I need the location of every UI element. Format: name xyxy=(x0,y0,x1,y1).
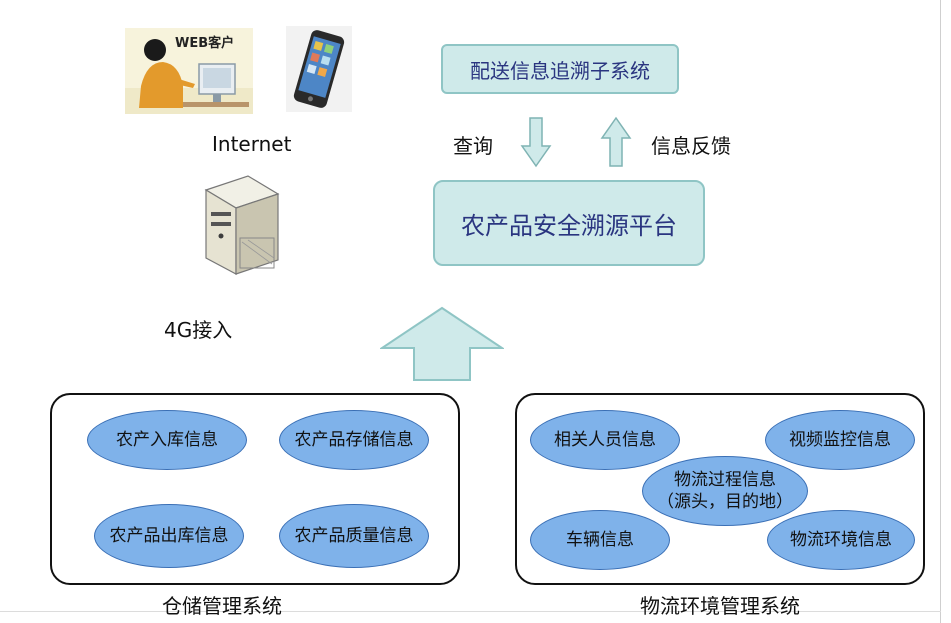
access-label: 4G接入 xyxy=(164,318,233,342)
warehouse-item: 农产品质量信息 xyxy=(279,504,429,568)
traceability-platform-box: 农产品安全溯源平台 xyxy=(433,180,705,266)
logistics-center-line2: （源头，目的地） xyxy=(657,492,793,512)
internet-label: Internet xyxy=(212,132,292,156)
frame-edge-bottom xyxy=(0,611,941,612)
platform-title: 农产品安全溯源平台 xyxy=(461,211,677,240)
smartphone-icon xyxy=(286,26,352,112)
big-arrow-up-icon xyxy=(378,306,506,386)
server-icon xyxy=(192,172,296,282)
arrow-down-icon xyxy=(520,116,552,172)
logistics-item: 物流环境信息 xyxy=(767,510,915,570)
warehouse-item: 农产入库信息 xyxy=(87,410,247,470)
web-client-label: WEB客户 xyxy=(175,36,235,51)
logistics-item: 车辆信息 xyxy=(530,510,670,570)
logistics-panel: 相关人员信息 视频监控信息 物流过程信息 （源头，目的地） 车辆信息 物流环境信… xyxy=(515,393,925,585)
logistics-item: 相关人员信息 xyxy=(530,410,680,470)
warehouse-item: 农产品存储信息 xyxy=(279,410,429,470)
subsystem-title: 配送信息追溯子系统 xyxy=(470,58,650,83)
arrow-up-icon xyxy=(600,116,632,172)
warehouse-caption: 仓储管理系统 xyxy=(162,594,282,618)
frame-edge-right xyxy=(940,0,941,623)
warehouse-item: 农产品出库信息 xyxy=(94,504,244,568)
logistics-center-item: 物流过程信息 （源头，目的地） xyxy=(642,456,808,526)
query-label: 查询 xyxy=(453,134,493,158)
logistics-caption: 物流环境管理系统 xyxy=(640,594,800,618)
feedback-label: 信息反馈 xyxy=(651,134,731,158)
warehouse-panel: 农产入库信息 农产品存储信息 农产品出库信息 农产品质量信息 xyxy=(50,393,460,585)
logistics-center-line1: 物流过程信息 xyxy=(674,470,776,490)
web-client-icon: WEB客户 xyxy=(125,28,253,114)
logistics-item: 视频监控信息 xyxy=(765,410,915,470)
distribution-trace-subsystem-box: 配送信息追溯子系统 xyxy=(441,44,679,94)
